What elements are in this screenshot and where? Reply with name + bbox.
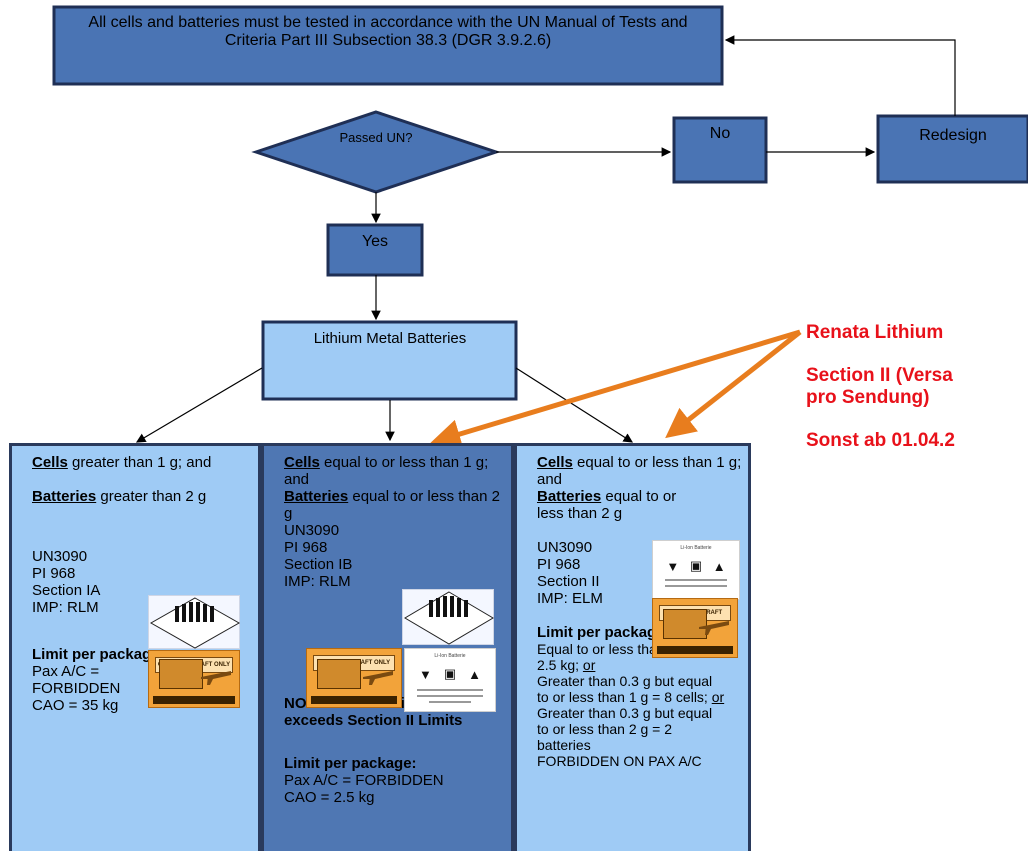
un-number: UN3090 xyxy=(537,539,593,556)
imp-code: IMP: RLM xyxy=(284,573,351,590)
box-icon xyxy=(663,609,707,639)
top-box-text: All cells and batteries must be tested i… xyxy=(88,14,688,49)
limit-title: Limit per package: xyxy=(284,755,417,772)
lithium-box-text: Lithium Metal Batteries xyxy=(313,330,467,347)
callout-line-1: Renata Lithium xyxy=(806,322,944,343)
mark-text-line xyxy=(429,701,471,703)
batteries-text: equal to or less than 2 g xyxy=(537,488,677,522)
packing-instruction: PI 968 xyxy=(284,539,328,556)
limit-b: Greater than 0.3 g but equal to or less … xyxy=(537,673,713,705)
section-label: Section II xyxy=(537,573,600,590)
mark-title: Li-Ion Batterie xyxy=(434,653,466,659)
orange-arrow-to-col3 xyxy=(665,330,802,439)
mark-icons: ▼ ▣ ▲ xyxy=(661,558,731,574)
orange-arrow-to-col2 xyxy=(430,329,801,449)
batteries-text: greater than 2 g xyxy=(96,488,207,505)
yes-box-text: Yes xyxy=(361,233,389,250)
no-box-text: No xyxy=(709,125,731,142)
cargo-footer xyxy=(153,696,235,704)
limit-d: FORBIDDEN ON PAX A/C xyxy=(537,753,702,769)
imp-code: IMP: ELM xyxy=(537,590,603,607)
cells-text: greater than 1 g; and xyxy=(67,454,212,471)
column-section-ib: Cells equal to or less than 1 g; and Bat… xyxy=(261,443,514,851)
class9-stripes-icon xyxy=(404,591,494,645)
class9-hazard-label xyxy=(402,589,494,645)
yes-box-shape xyxy=(326,223,424,277)
or-2: or xyxy=(711,689,725,705)
box-icon xyxy=(317,659,361,689)
imp-code: IMP: RLM xyxy=(32,599,99,616)
cells-text: equal to or less than 1 g; and xyxy=(284,454,489,488)
batteries-text: equal to or less than 2 g xyxy=(284,488,500,522)
cells-word: Cells xyxy=(284,454,320,471)
cells-text: equal to or less than 1 g; and xyxy=(537,454,742,488)
class9-hazard-label xyxy=(148,595,241,649)
batteries-word: Batteries xyxy=(537,488,602,505)
arrow-lithium-to-col3 xyxy=(515,367,634,443)
section-label: Section IB xyxy=(284,556,353,573)
callout-line-4: Sonst ab 01.04.2 xyxy=(806,430,955,451)
no-box-shape xyxy=(672,116,768,184)
limit-title: Limit per package: xyxy=(537,624,670,641)
limit-line-2: FORBIDDEN xyxy=(32,680,121,697)
cargo-footer xyxy=(311,696,397,704)
lithium-box-shape xyxy=(261,320,518,401)
cells-word: Cells xyxy=(537,454,573,471)
battery-icon: ▣ xyxy=(443,666,457,681)
limit-c: Greater than 0.3 g but equal to or less … xyxy=(537,705,713,753)
mark-text-line xyxy=(417,689,483,691)
callout-line-3: pro Sendung) xyxy=(806,387,930,408)
limit-title: Limit per package: xyxy=(32,646,149,663)
glass-icon: ▼ xyxy=(666,558,680,574)
box-icon xyxy=(159,659,203,689)
cells-word: Cells xyxy=(32,454,68,471)
flame-icon: ▲ xyxy=(468,666,481,682)
cargo-aircraft-only-label: CARGO AIRCRAFT ONLY xyxy=(306,648,402,708)
flame-icon: ▲ xyxy=(712,558,726,574)
top-box-shape xyxy=(52,5,724,86)
packing-instruction: PI 968 xyxy=(537,556,581,573)
redesign-box-shape xyxy=(876,114,1028,184)
redesign-box-text: Redesign xyxy=(919,127,987,144)
packing-instruction: PI 968 xyxy=(32,565,76,582)
mark-title: Li-Ion Batterie xyxy=(680,545,712,551)
limit-line-2: CAO = 2.5 kg xyxy=(284,789,375,806)
mark-text-line xyxy=(417,695,483,697)
limit-line-1: Pax A/C = xyxy=(32,663,100,680)
mark-icons: ▼ ▣ ▲ xyxy=(413,666,487,682)
glass-icon: ▼ xyxy=(418,666,432,682)
mark-text-line xyxy=(665,585,727,587)
cargo-aircraft-only-label: CARGO AIRCRAFT ONLY xyxy=(652,598,738,658)
un-number: UN3090 xyxy=(32,548,88,565)
batteries-word: Batteries xyxy=(284,488,349,505)
arrow-lithium-to-col1 xyxy=(135,367,263,443)
limit-line-3: CAO = 35 kg xyxy=(32,697,119,714)
batteries-word: Batteries xyxy=(32,488,97,505)
mark-text-line xyxy=(665,579,727,581)
limit-line-1: Pax A/C = FORBIDDEN xyxy=(284,772,444,789)
decision-text: Passed UN? xyxy=(339,130,413,145)
callout-line-2: Section II (Versa xyxy=(806,365,953,386)
class9-stripes-icon xyxy=(149,597,241,649)
lithium-battery-mark: Li-Ion Batterie ▼ ▣ ▲ xyxy=(652,540,740,600)
section-label: Section IA xyxy=(32,582,101,599)
un-number: UN3090 xyxy=(284,522,340,539)
or-1: or xyxy=(582,657,596,673)
battery-icon: ▣ xyxy=(689,558,703,573)
cargo-aircraft-only-label: CARGO AIRCRAFT ONLY xyxy=(148,650,240,708)
arrow-redesign-to-top xyxy=(724,35,956,116)
lithium-battery-mark: Li-Ion Batterie ▼ ▣ ▲ xyxy=(404,648,496,712)
cargo-footer xyxy=(657,646,733,654)
decision-diamond-shape xyxy=(251,110,501,194)
